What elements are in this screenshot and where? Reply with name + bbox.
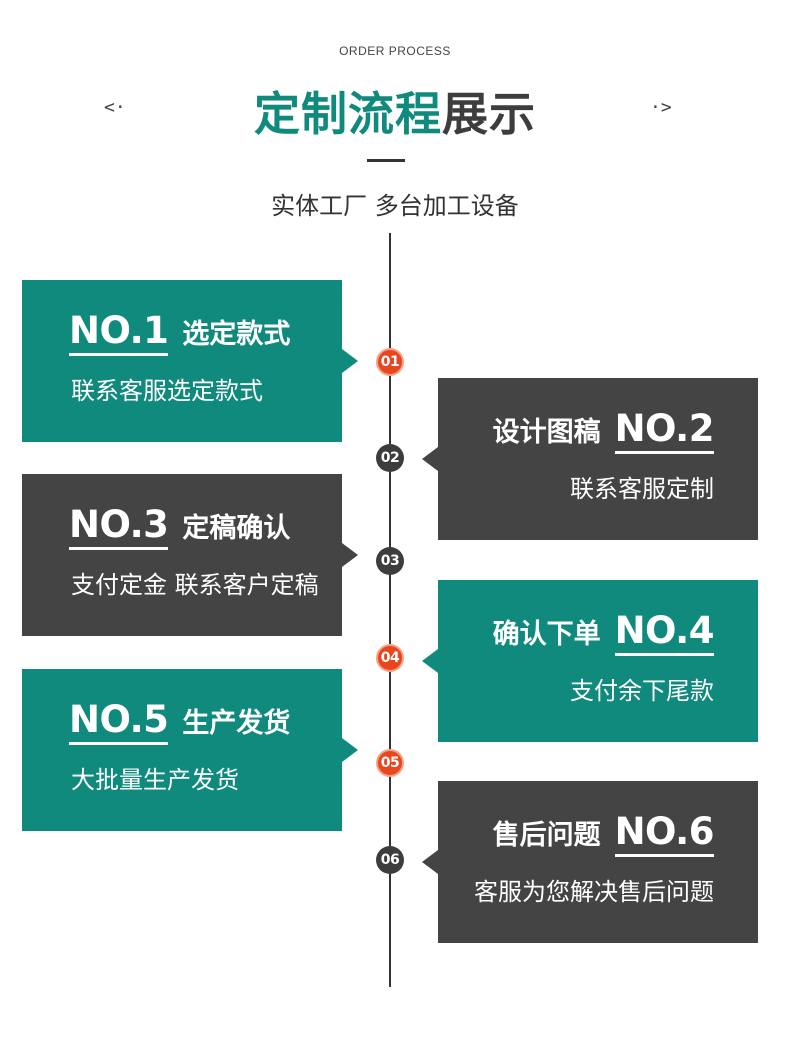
step-header: NO.5 生产发货 <box>69 699 290 745</box>
step-description: 大批量生产发货 <box>71 766 239 794</box>
step-header: 确认下单 NO.4 <box>492 610 715 656</box>
step-description: 联系客服选定款式 <box>71 377 263 405</box>
step-number-label: NO.3 <box>69 504 169 550</box>
step-number-label: NO.5 <box>69 699 169 745</box>
title-dark: 展示 <box>442 87 536 141</box>
step-header: NO.3 定稿确认 <box>69 504 290 550</box>
step-header: 设计图稿 NO.2 <box>492 408 715 454</box>
step-number-label: NO.2 <box>614 408 715 454</box>
step-description: 支付定金 联系客户定稿 <box>71 571 319 599</box>
step-card-4: 确认下单 NO.4 支付余下尾款 <box>422 580 758 742</box>
step-dot-1: 01 <box>376 348 404 376</box>
page-title: 定制流程展示 <box>0 78 790 144</box>
timeline-line <box>389 233 391 987</box>
step-dot-5: 05 <box>376 749 404 777</box>
step-card-6: 售后问题 NO.6 客服为您解决售后问题 <box>422 781 758 943</box>
step-title: 确认下单 <box>492 619 601 650</box>
step-header: NO.1 选定款式 <box>69 310 290 356</box>
step-card-2: 设计图稿 NO.2 联系客服定制 <box>422 378 758 540</box>
step-description: 客服为您解决售后问题 <box>474 878 714 906</box>
eyebrow-text: ORDER PROCESS <box>339 44 451 58</box>
step-title: 设计图稿 <box>492 417 601 448</box>
step-header: 售后问题 NO.6 <box>492 811 715 857</box>
step-number-label: NO.4 <box>614 610 715 656</box>
step-number-label: NO.1 <box>69 310 169 356</box>
step-description: 联系客服定制 <box>570 475 714 503</box>
step-card-5: NO.5 生产发货 大批量生产发货 <box>22 669 358 831</box>
step-number-label: NO.6 <box>614 811 715 857</box>
step-dot-6: 06 <box>376 846 404 874</box>
step-title: 定稿确认 <box>182 513 291 544</box>
step-description: 支付余下尾款 <box>570 677 714 705</box>
arrow-left-icon: <· <box>104 97 126 118</box>
step-dot-2: 02 <box>376 444 404 472</box>
step-dot-3: 03 <box>376 547 404 575</box>
step-dot-4: 04 <box>376 644 404 672</box>
title-accent: 定制流程 <box>254 87 442 141</box>
step-card-3: NO.3 定稿确认 支付定金 联系客户定稿 <box>22 474 358 636</box>
subtitle: 实体工厂 多台加工设备 <box>271 192 519 220</box>
step-title: 生产发货 <box>182 708 291 739</box>
title-underline <box>367 159 405 162</box>
step-title: 售后问题 <box>492 820 601 851</box>
step-card-1: NO.1 选定款式 联系客服选定款式 <box>22 280 358 442</box>
step-title: 选定款式 <box>182 319 291 350</box>
arrow-right-icon: ·> <box>650 97 672 118</box>
